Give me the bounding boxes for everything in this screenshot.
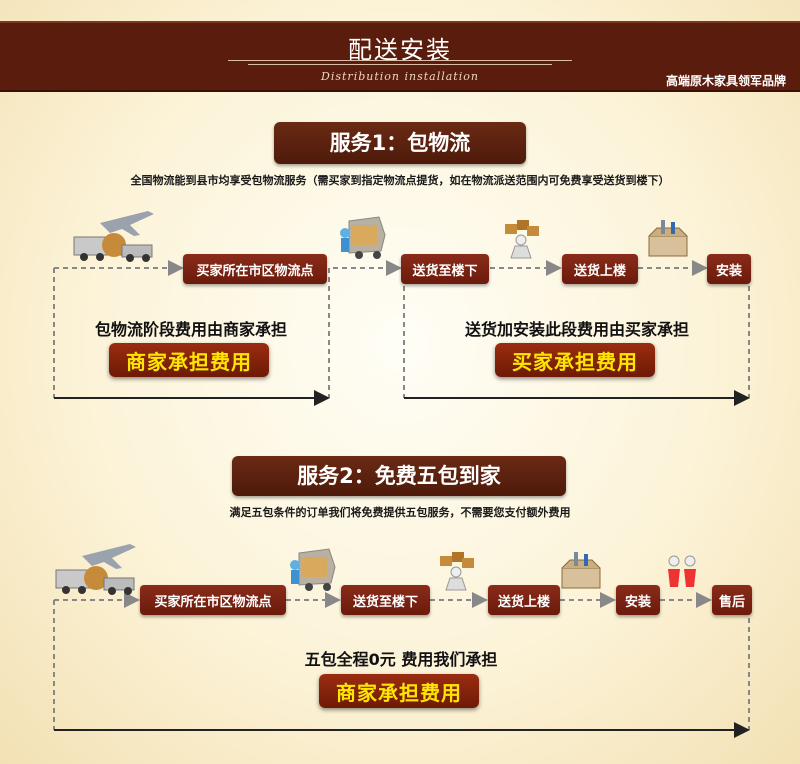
banner-divider — [228, 60, 572, 61]
s1-left-desc: 包物流阶段费用由商家承担 — [94, 320, 287, 339]
s2-step-downstairs: 送货至楼下 — [341, 585, 430, 615]
service1-note: 全国物流能到县市均享受包物流服务（需买家到指定物流点提货，如在物流派送范围内可免… — [130, 174, 670, 187]
s1-step-downstairs: 送货至楼下 — [401, 254, 489, 284]
s1-step-upstairs: 送货上楼 — [562, 254, 638, 284]
s2-step-logistics: 买家所在市区物流点 — [140, 585, 286, 615]
service2-title: 服务2：免费五包到家 — [232, 456, 566, 496]
banner-subtitle: Distribution installation — [321, 70, 479, 83]
header-banner — [0, 21, 800, 92]
delivery-worker-icon — [340, 216, 386, 259]
banner-divider — [248, 64, 552, 65]
s2-step-aftersales: 售后 — [712, 585, 752, 615]
carrying-boxes-icon — [440, 552, 474, 591]
s2-pay-badge: 商家承担费用 — [319, 674, 479, 708]
brand-slogan: 高端原木家具领军品牌 — [665, 74, 786, 88]
s1-right-pay-badge: 买家承担费用 — [495, 343, 655, 377]
delivery-worker-icon — [290, 548, 336, 591]
people-icon — [668, 555, 696, 587]
banner-title: 配送安装 — [348, 36, 452, 64]
toolbox-icon — [561, 552, 601, 589]
service1-title: 服务1：包物流 — [274, 122, 526, 164]
s1-left-pay-badge: 商家承担费用 — [109, 343, 269, 377]
s2-desc: 五包全程0元 费用我们承担 — [304, 650, 498, 669]
toolbox-icon — [648, 220, 688, 257]
truck-plane-icon — [73, 211, 154, 262]
s1-step-install: 安装 — [707, 254, 751, 284]
service2-note: 满足五包条件的订单我们将免费提供五包服务，不需要您支付额外费用 — [229, 506, 571, 519]
s2-step-install: 安装 — [616, 585, 660, 615]
s1-right-desc: 送货加安装此段费用由买家承担 — [464, 320, 689, 339]
truck-plane-icon — [55, 544, 136, 595]
carrying-boxes-icon — [505, 220, 539, 259]
s1-step-logistics: 买家所在市区物流点 — [183, 254, 327, 284]
s2-step-upstairs: 送货上楼 — [488, 585, 560, 615]
